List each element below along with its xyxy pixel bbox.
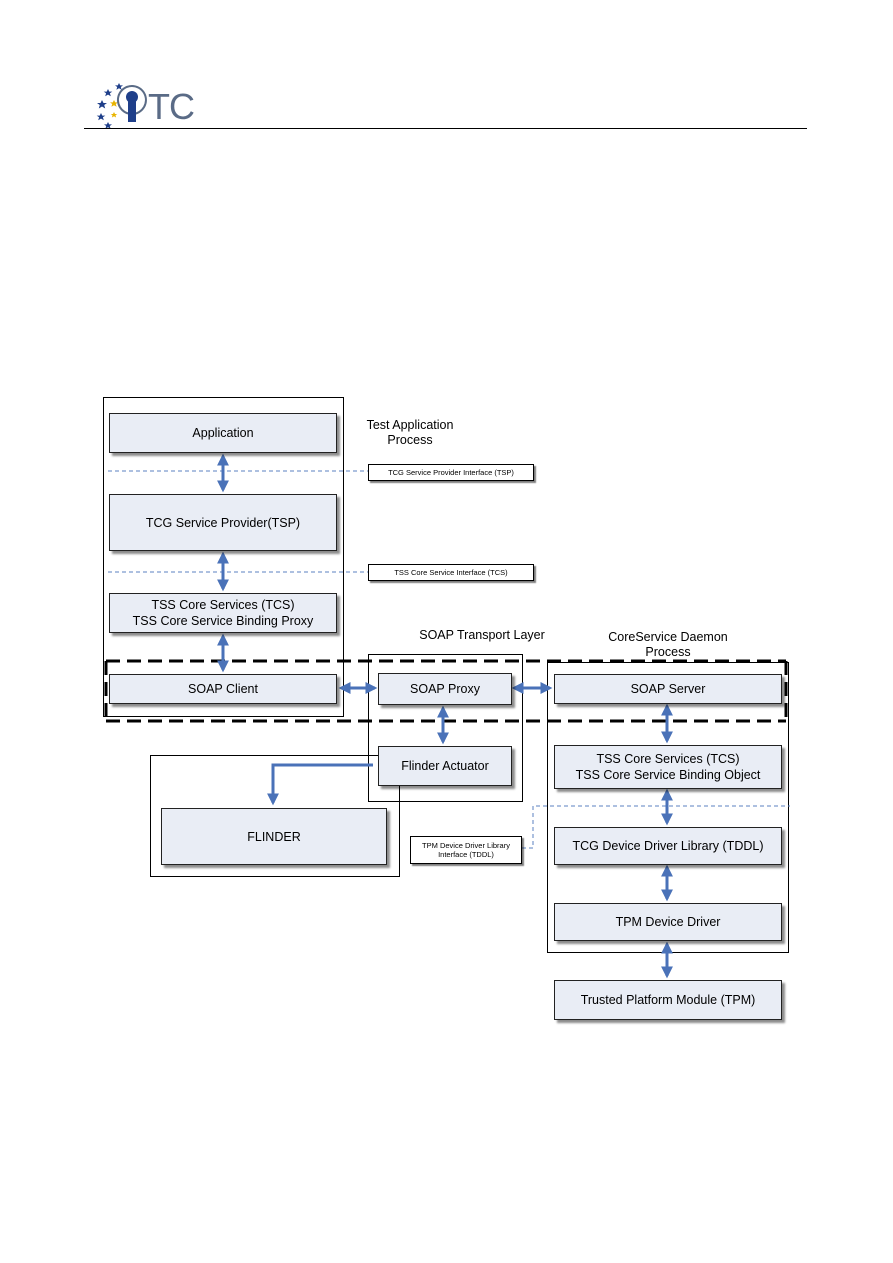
daemon-label-line2: Process bbox=[645, 645, 691, 659]
tcs-interface-label: TSS Core Service Interface (TCS) bbox=[368, 564, 534, 581]
tddl-interface-label-line2: Interface (TDDL) bbox=[438, 850, 494, 859]
itc-logo-icon bbox=[96, 83, 147, 129]
test-application-process-frame bbox=[103, 397, 344, 717]
tcs-object-line1: TSS Core Services (TCS) bbox=[596, 752, 740, 766]
tss-core-services-proxy-box: TSS Core Services (TCS) TSS Core Service… bbox=[109, 593, 337, 633]
application-box: Application bbox=[109, 413, 337, 453]
tcg-device-driver-library-box: TCG Device Driver Library (TDDL) bbox=[554, 827, 782, 865]
test-application-label-line1: Test Application bbox=[366, 418, 454, 432]
tcs-object-line2: TSS Core Service Binding Object bbox=[575, 768, 761, 782]
trusted-platform-module-box: Trusted Platform Module (TPM) bbox=[554, 980, 782, 1020]
soap-transport-layer-frame bbox=[368, 654, 523, 802]
tsp-interface-label: TCG Service Provider Interface (TSP) bbox=[368, 464, 534, 481]
tpm-device-driver-box: TPM Device Driver bbox=[554, 903, 782, 941]
soap-transport-layer-label: SOAP Transport Layer bbox=[419, 628, 545, 642]
flinder-frame bbox=[150, 755, 400, 877]
header-rule bbox=[84, 128, 807, 129]
tss-core-services-object-box: TSS Core Services (TCS) TSS Core Service… bbox=[554, 745, 782, 789]
coreservice-daemon-process-label: CoreService Daemon Process bbox=[592, 630, 744, 660]
arrow-actuator-flinder bbox=[267, 763, 373, 806]
flinder-box: FLINDER bbox=[161, 808, 387, 865]
test-application-process-label: Test Application Process bbox=[352, 418, 468, 448]
tcs-proxy-line2: TSS Core Service Binding Proxy bbox=[132, 614, 314, 628]
tcg-service-provider-box: TCG Service Provider(TSP) bbox=[109, 494, 337, 551]
test-application-label-line2: Process bbox=[387, 433, 433, 447]
tddl-interface-line bbox=[522, 805, 790, 849]
soap-proxy-box: SOAP Proxy bbox=[378, 673, 512, 705]
daemon-label-line1: CoreService Daemon bbox=[608, 630, 728, 644]
tcs-proxy-line1: TSS Core Services (TCS) bbox=[151, 598, 295, 612]
logo-text: TC bbox=[148, 86, 195, 127]
tddl-interface-label-line1: TPM Device Driver Library bbox=[422, 841, 510, 850]
soap-server-box: SOAP Server bbox=[554, 674, 782, 704]
tddl-interface-label: TPM Device Driver Library Interface (TDD… bbox=[410, 836, 522, 864]
flinder-actuator-box: Flinder Actuator bbox=[378, 746, 512, 786]
soap-client-box: SOAP Client bbox=[109, 674, 337, 704]
